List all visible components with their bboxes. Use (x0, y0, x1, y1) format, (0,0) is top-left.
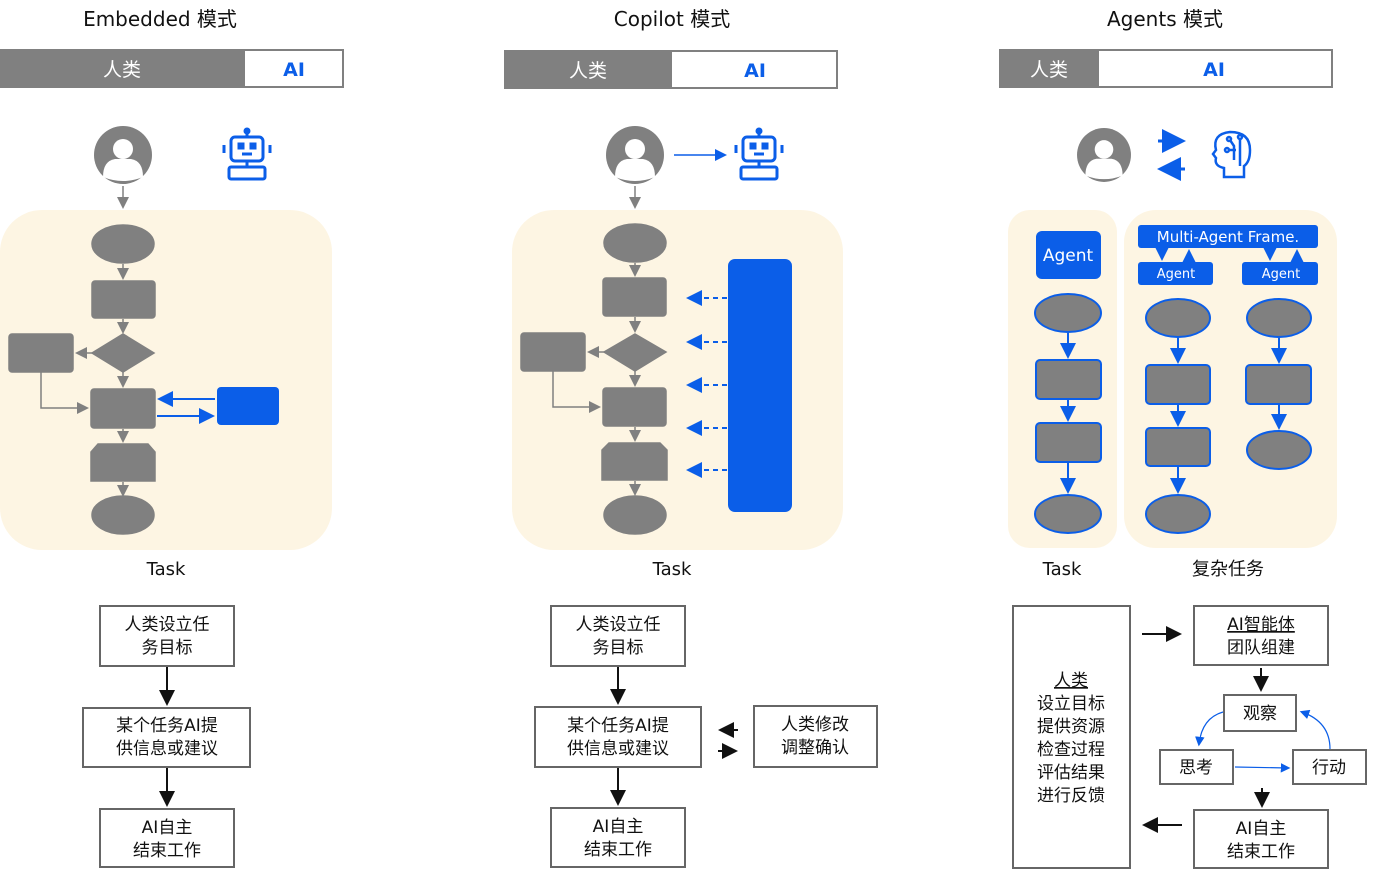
multi-agent-flow: Multi-Agent Frame. Agent Agent (1138, 225, 1318, 534)
agent-block (1138, 262, 1213, 285)
ai-copilot-block (728, 259, 792, 512)
flow-side-step (8, 333, 74, 373)
step-text: 团队组建 (1227, 638, 1295, 658)
task-label: Task (1042, 559, 1082, 580)
step-text: 人类设立任 (576, 615, 661, 635)
complex-task-label: 复杂任务 (1192, 559, 1264, 580)
flow-step (91, 280, 156, 319)
task-flowchart (8, 224, 156, 535)
human-role-item: 检查过程 (1037, 740, 1105, 760)
step-text: 某个任务AI提 (567, 716, 669, 736)
step-text: 供信息或建议 (567, 739, 669, 759)
multi-agent-frame (1138, 225, 1318, 248)
copilot-panel: Copilot 模式 人类 AI (504, 7, 878, 868)
ai-brain-head-icon (1211, 130, 1252, 179)
step-text: 结束工作 (584, 840, 652, 860)
process-steps: 人类设立任 务目标 某个任务AI提 供信息或建议 AI自主 结束工作 人类修改 … (534, 605, 878, 868)
step-text: AI智能体 (1227, 615, 1295, 635)
step-text: 结束工作 (133, 841, 201, 861)
task-area (0, 210, 332, 550)
task-area (512, 210, 843, 550)
embedded-panel: Embedded 模式 人类 AI (0, 7, 344, 868)
step-text: 务目标 (593, 638, 644, 658)
end-box (1193, 809, 1329, 869)
flow-document (90, 443, 156, 482)
task-flowchart (520, 223, 668, 535)
human-ai-share-bar: 人类 AI (504, 50, 838, 89)
flow-step (90, 388, 156, 429)
step-text: 人类设立任 (125, 615, 210, 635)
agent-label: Agent (1157, 267, 1195, 282)
single-agent-flow: Agent (1034, 231, 1102, 534)
human-share-label: 人类 (1030, 59, 1068, 81)
observe-label: 观察 (1243, 704, 1277, 724)
process-steps: 人类设立任 务目标 某个任务AI提 供信息或建议 AI自主 结束工作 (82, 605, 251, 868)
step-text: 人类修改 (781, 715, 849, 735)
ai-assist-block (217, 387, 279, 425)
frame-label: Multi-Agent Frame. (1157, 228, 1299, 246)
agents-panel: Agents 模式 人类 AI Agent (999, 7, 1367, 869)
panel-title: Embedded 模式 (83, 7, 237, 31)
human-share-label: 人类 (103, 59, 141, 81)
step-text: 调整确认 (781, 738, 849, 758)
human-role-item: 评估结果 (1037, 763, 1105, 783)
step-text: 供信息或建议 (116, 739, 218, 759)
observe-box (1223, 694, 1297, 732)
human-share-label: 人类 (569, 60, 607, 82)
step-text: 结束工作 (1227, 842, 1295, 862)
human-role-item: 进行反馈 (1037, 786, 1105, 806)
panel-title: Copilot 模式 (614, 7, 730, 31)
human-ai-share-bar: 人类 AI (0, 49, 344, 88)
human-role-title: 人类 (1054, 671, 1088, 691)
agent-block (1242, 262, 1318, 285)
human-ai-share-bar: 人类 AI (999, 49, 1333, 88)
think-label: 思考 (1179, 758, 1213, 778)
agent-label: Agent (1262, 267, 1300, 282)
think-box (1159, 749, 1234, 785)
agents-process: 人类 设立目标 提供资源 检查过程 评估结果 进行反馈 AI智能体 团队组建 观… (1012, 605, 1367, 869)
agent-label: Agent (1043, 246, 1094, 266)
ai-share-label: AI (744, 60, 766, 82)
panel-title: Agents 模式 (1107, 7, 1223, 31)
person-icon (1077, 128, 1131, 182)
step-text: AI自主 (142, 818, 193, 838)
ai-share-label: AI (1203, 59, 1225, 81)
task-label: Task (146, 559, 186, 580)
robot-icon (734, 127, 784, 181)
human-role-box (1012, 605, 1131, 869)
agent-block (1036, 231, 1101, 279)
step-text: AI自主 (593, 817, 644, 837)
ai-share-label: AI (283, 59, 305, 81)
step-text: AI自主 (1236, 819, 1287, 839)
person-icon (606, 126, 664, 184)
ai-suggestion-arrows (686, 290, 727, 478)
act-box (1292, 749, 1367, 785)
human-role-item: 设立目标 (1037, 694, 1105, 714)
team-build-box (1193, 605, 1329, 666)
step-text: 某个任务AI提 (116, 716, 218, 736)
human-role-item: 提供资源 (1037, 717, 1105, 737)
robot-icon (222, 127, 272, 181)
act-label: 行动 (1312, 758, 1346, 778)
flow-end (91, 495, 155, 535)
step-text: 务目标 (142, 638, 193, 658)
task-label: Task (652, 559, 692, 580)
flow-start (91, 224, 155, 264)
person-icon (94, 126, 152, 184)
